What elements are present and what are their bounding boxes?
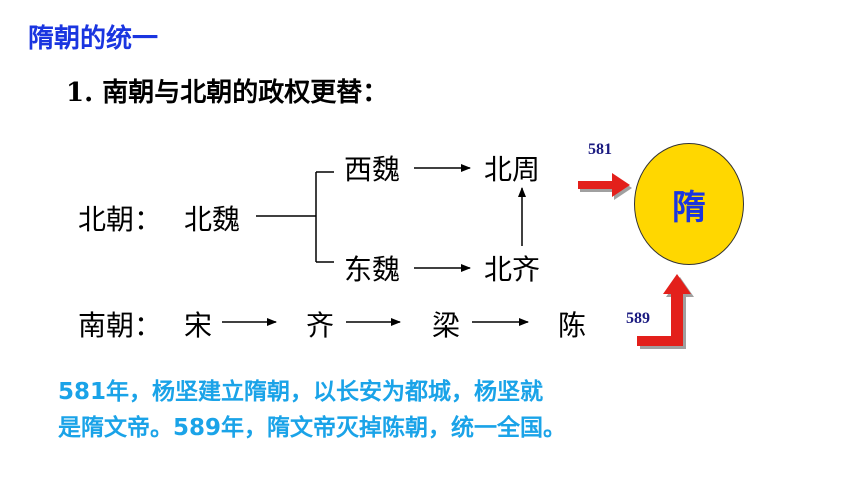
summary-text: 581年，杨坚建立隋朝，以长安为都城，杨坚就 是隋文帝。589年，隋文帝灭掉陈朝… [58,374,778,446]
node-beiwei: 北魏 [184,203,241,236]
node-song: 宋 [184,309,213,342]
year-label-589: 589 [626,310,650,327]
node-chen: 陈 [558,309,587,342]
summary-line-2: 是隋文帝。589年，隋文帝灭掉陈朝，统一全国。 [58,415,567,441]
south-label: 南朝： [78,309,163,342]
node-qi: 齐 [306,309,335,342]
node-liang: 梁 [432,309,461,342]
node-beizhou: 北周 [484,153,541,186]
page-title: 隋朝的统一 [28,24,159,54]
summary-line-1: 581年，杨坚建立隋朝，以长安为都城，杨坚就 [58,379,544,405]
section-heading: 1. 南朝与北朝的政权更替： [66,78,389,108]
north-label: 北朝： [78,203,163,236]
year-label-581: 581 [588,141,612,158]
sui-circle: 隋 [634,143,744,265]
red-arrow-589 [637,274,694,349]
node-xiwei: 西魏 [344,153,401,186]
node-beiqi: 北齐 [484,253,541,286]
red-arrow-581 [578,173,632,200]
node-dongwei: 东魏 [344,253,401,286]
sui-label: 隋 [672,187,706,228]
